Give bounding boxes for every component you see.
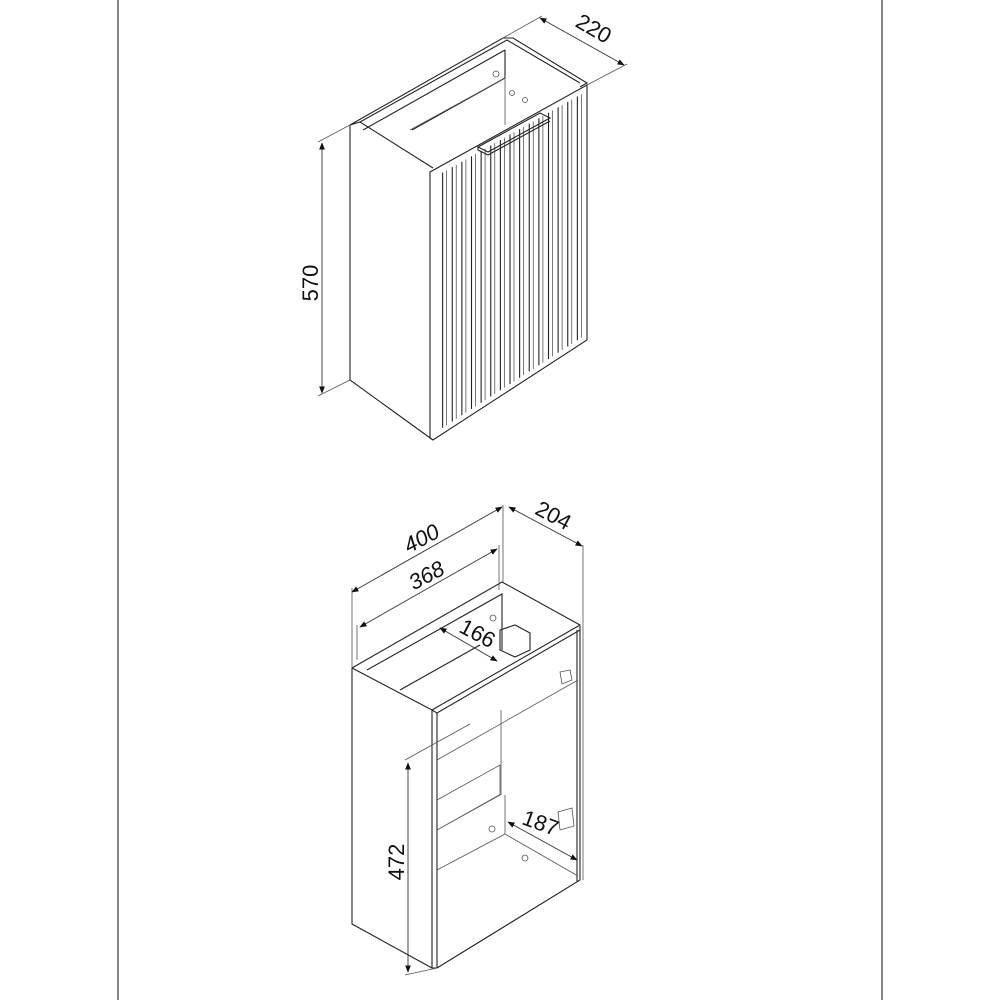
hole-icon (509, 90, 515, 96)
bracket (499, 624, 531, 658)
top-cabinet-side-panel (349, 125, 434, 441)
dimension-label-204: 204 (531, 496, 575, 535)
dimension-label-166: 166 (455, 614, 499, 653)
door-handle (476, 112, 552, 156)
dimension-label-472: 472 (384, 844, 409, 881)
hinge-icon (557, 669, 575, 831)
dimension-label-220: 220 (572, 8, 616, 48)
dimension-220: 220 (502, 8, 628, 86)
hole-icon (489, 614, 497, 622)
bottom-cabinet-top-frame (351, 581, 582, 714)
bottom-cabinet-front (431, 626, 581, 969)
dimension-label-368: 368 (404, 555, 449, 595)
dimension-570: 570 (298, 124, 351, 397)
bottom-cabinet-side-panel (351, 668, 433, 969)
dimension-187: 187 (507, 805, 578, 861)
dimension-166: 166 (439, 614, 500, 662)
hole-icon (488, 825, 496, 833)
hole-icon (492, 70, 500, 78)
top-cabinet (349, 37, 589, 441)
dimension-label-570: 570 (298, 265, 323, 302)
hole-icon (522, 97, 528, 103)
dimension-472: 472 (384, 723, 471, 976)
top-cabinet-door (429, 84, 588, 441)
dimension-label-400: 400 (399, 518, 444, 558)
top-cabinet-top-frame (349, 37, 589, 169)
door-grooves (442, 94, 582, 428)
hole-icon (521, 854, 529, 862)
dimension-label-187: 187 (519, 805, 562, 841)
